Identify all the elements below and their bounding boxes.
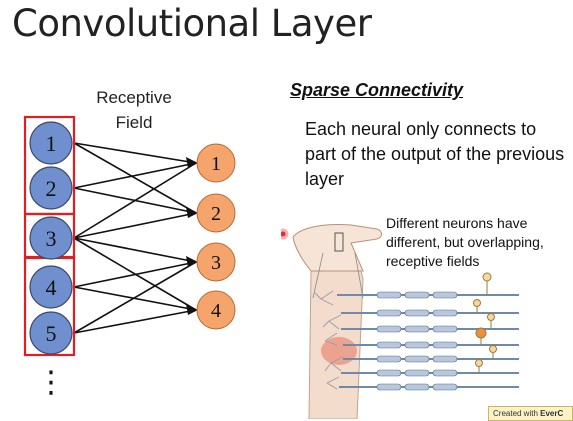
input-node-3-label: 3: [46, 226, 57, 251]
sparse-connectivity-body: Each neural only connects to part of the…: [305, 119, 565, 189]
network-diagram: 1 2 3 4 5 1 2 3: [23, 115, 236, 400]
arrowhead-out-2: [186, 207, 198, 218]
input-nodes: 1 2 3 4 5: [29, 121, 73, 355]
slide-title: Convolutional Layer: [12, 2, 372, 45]
input-node-2-label: 2: [46, 176, 57, 201]
receptive-field-branches: [314, 290, 344, 390]
edge-5-4: [73, 309, 197, 334]
output-node-4-label: 4: [211, 300, 221, 322]
output-node-1: 1: [196, 143, 236, 183]
receptive-fields-caption: Different neurons have different, but ov…: [386, 215, 544, 269]
watermark-badge: Created with EverC: [488, 406, 573, 421]
output-node-3: 3: [196, 242, 236, 282]
edge-3-1: [73, 162, 197, 239]
edge-4-4: [73, 286, 197, 311]
connections: [73, 142, 197, 334]
cuff: [334, 232, 344, 252]
edge-4-3: [73, 261, 197, 288]
edge-5-3: [73, 261, 197, 334]
input-node-2: 2: [29, 166, 73, 210]
output-node-3-label: 3: [211, 252, 221, 274]
receptive-fields-illustration: [281, 213, 573, 419]
watermark-brand: EverC: [540, 409, 564, 418]
arrowhead-out-3: [186, 256, 198, 267]
output-node-1-label: 1: [211, 153, 221, 175]
input-node-4-label: 4: [46, 275, 57, 300]
nerve-fibers: [337, 294, 519, 388]
watermark-prefix: Created with: [493, 409, 541, 418]
arrowheads: [186, 157, 198, 315]
neuron-bodies: [473, 272, 497, 373]
pointer-dot: [281, 228, 289, 240]
edge-1-1: [73, 142, 197, 164]
arrowhead-out-4: [186, 304, 198, 315]
hand-shape: [292, 224, 382, 272]
edge-3-3: [73, 237, 197, 263]
input-node-5: 5: [29, 311, 73, 355]
ellipsis-vertical: ⋮: [36, 365, 66, 400]
output-node-2-label: 2: [211, 203, 221, 225]
receptive-field-label-line2: Field: [115, 113, 153, 132]
input-node-5-label: 5: [46, 321, 57, 346]
sparse-connectivity-heading: Sparse Connectivity: [290, 80, 464, 100]
edge-2-1: [73, 162, 197, 189]
input-node-3: 3: [29, 216, 73, 260]
receptive-field-label-line1: Receptive: [96, 88, 172, 107]
input-node-1: 1: [29, 121, 73, 165]
output-node-4: 4: [196, 290, 236, 330]
input-node-1-label: 1: [46, 131, 57, 156]
arrowhead-out-1: [186, 157, 198, 168]
edge-1-2: [73, 142, 197, 214]
myelin-segments: [376, 291, 458, 391]
output-nodes: 1 2 3 4: [196, 143, 236, 330]
input-node-4: 4: [29, 265, 73, 309]
edge-3-2: [73, 212, 197, 239]
output-node-2: 2: [196, 193, 236, 233]
